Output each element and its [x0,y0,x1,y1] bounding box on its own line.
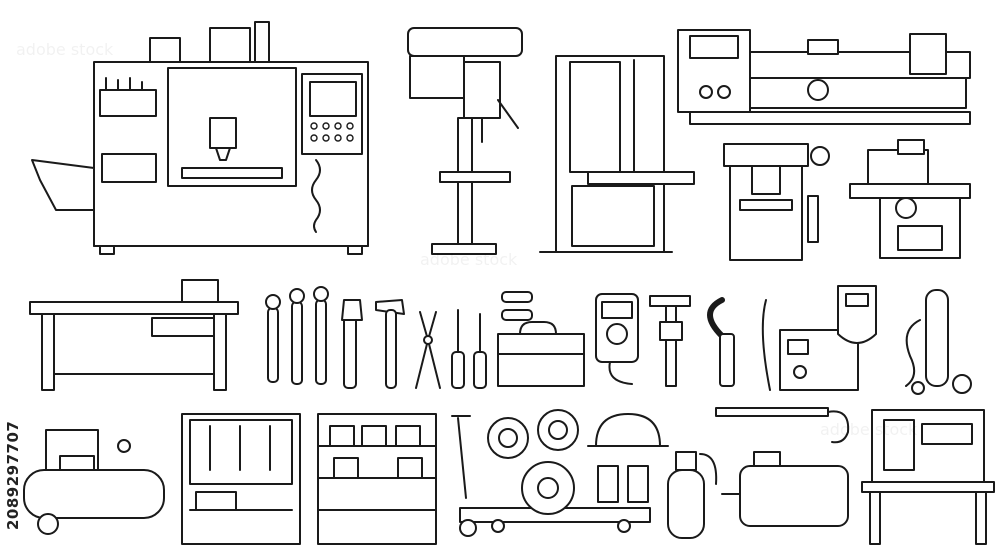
cnc-milling-machine-icon [31,21,369,255]
wrenches-icon [265,286,329,385]
storage-shelf-icon [317,413,437,545]
drafting-table-icon [861,409,995,545]
metal-lathe-icon [677,29,971,125]
pliers-icon [415,311,441,389]
workbench-with-vise-icon [29,279,239,391]
band-saw-icon [539,55,695,253]
hammer-icon [375,299,405,389]
hard-hat-icon [587,413,669,447]
gears-icon [487,417,575,515]
toolbox-icon [497,321,585,387]
hydraulic-press-icon [723,143,830,261]
screwdrivers-icon [451,291,533,389]
hacksaw-icon [715,407,850,444]
work-gloves-icon [597,465,649,503]
multimeter-icon [595,293,639,385]
surface-grinder-icon [849,139,971,259]
micrometer-icon [707,297,735,387]
fire-extinguisher-icon [667,451,718,539]
pipe-wrench-icon [341,299,363,389]
drill-press-icon [407,27,523,255]
stock-id-label: 2089297707 [4,270,22,530]
pegboard-tool-rack-icon [181,413,301,545]
gas-welding-cart-icon [905,289,972,395]
caliper-icon [649,295,691,387]
air-compressor-icon [23,429,165,535]
stock-id-text: 2089297707 [4,420,22,530]
electric-motor-icon [721,451,849,527]
welding-helmet-icon [837,285,877,344]
ball-bearing-icon [537,409,579,451]
